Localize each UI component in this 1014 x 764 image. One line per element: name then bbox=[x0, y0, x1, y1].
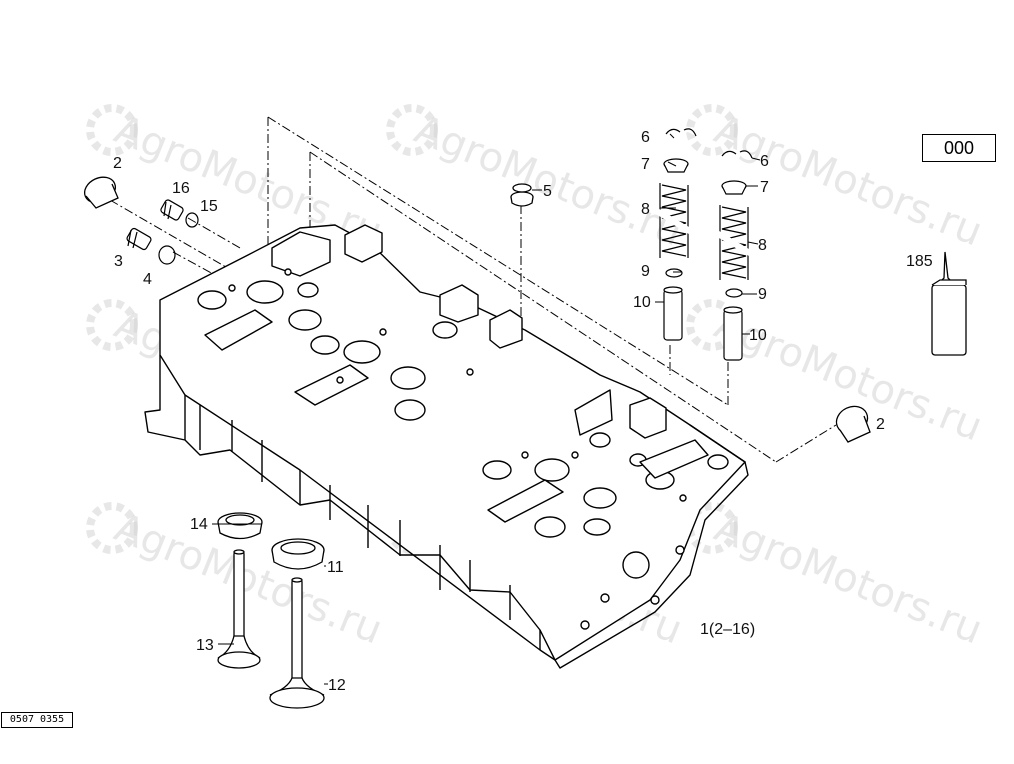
callout-9-right: 9 bbox=[758, 286, 767, 303]
fitting-part-16 bbox=[160, 199, 184, 221]
callout-13: 13 bbox=[196, 637, 214, 654]
callout-11: 11 bbox=[327, 559, 344, 576]
callout-2-left: 2 bbox=[113, 155, 122, 172]
intake-valve-part-13 bbox=[217, 549, 261, 669]
callout-12: 12 bbox=[328, 677, 346, 694]
cylinder-head-body bbox=[144, 224, 749, 669]
callout-7-left: 7 bbox=[641, 156, 650, 173]
callout-14: 14 bbox=[190, 516, 208, 533]
callout-10-left: 10 bbox=[633, 294, 651, 311]
valve-seat-ring-part-11 bbox=[271, 538, 325, 570]
callout-10-right: 10 bbox=[749, 327, 767, 344]
reference-number-box: 000 bbox=[922, 134, 996, 162]
callout-2-right: 2 bbox=[876, 416, 885, 433]
leader-lines bbox=[212, 133, 761, 685]
callout-16: 16 bbox=[172, 180, 190, 197]
callout-labels: 2 16 15 3 4 5 6 7 8 9 10 6 7 8 9 10 185 … bbox=[113, 129, 933, 694]
watermark-text: AgroMotors.ru bbox=[708, 107, 988, 256]
valve-spring-stack-left bbox=[653, 128, 700, 341]
callout-185: 185 bbox=[906, 253, 933, 270]
seal-ring-part-4 bbox=[158, 245, 176, 265]
plug-cap-part-2-right bbox=[835, 405, 871, 443]
callout-6-left: 6 bbox=[641, 129, 650, 146]
drawing-code-box: 0507 0355 bbox=[1, 712, 73, 728]
callout-8-left: 8 bbox=[641, 201, 650, 218]
callout-3: 3 bbox=[114, 253, 123, 270]
callout-5: 5 bbox=[543, 183, 552, 200]
callout-15: 15 bbox=[200, 198, 218, 215]
exhaust-valve-part-12 bbox=[269, 577, 325, 709]
plug-cap-part-2-left bbox=[83, 176, 119, 209]
fitting-part-3 bbox=[126, 227, 152, 251]
callout-9-left: 9 bbox=[641, 263, 650, 280]
valve-seal-part-5 bbox=[510, 183, 534, 207]
callout-6-right: 6 bbox=[760, 153, 769, 170]
valve-seat-ring-part-14 bbox=[217, 512, 263, 540]
sealant-tube-part-185 bbox=[931, 251, 967, 356]
assembly-label: 1(2–16) bbox=[700, 621, 755, 638]
callout-8-right: 8 bbox=[758, 237, 767, 254]
valve-spring-stack-right bbox=[713, 150, 760, 361]
callout-4: 4 bbox=[143, 271, 152, 288]
callout-7-right: 7 bbox=[760, 179, 769, 196]
seal-ring-part-15 bbox=[185, 212, 199, 228]
